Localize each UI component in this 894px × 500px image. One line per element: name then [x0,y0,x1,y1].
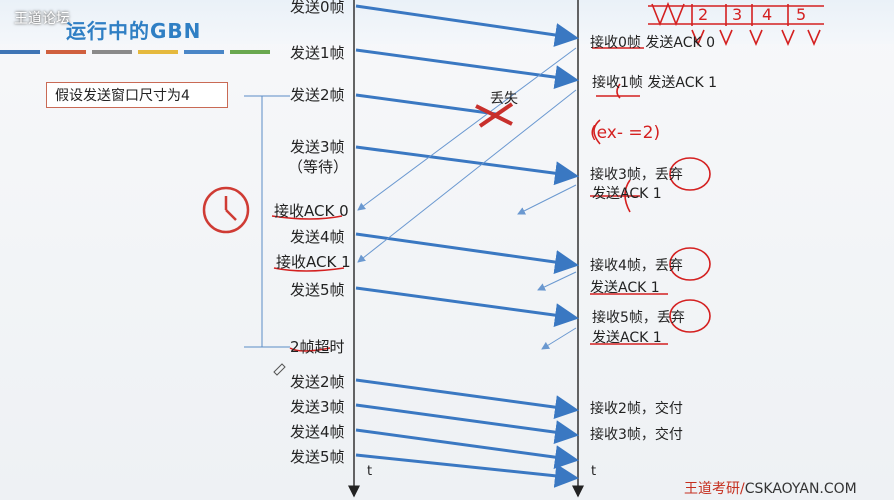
handwritten-digit-4: 4 [762,5,772,24]
receiver-label-recv-0: 接收0帧 发送ACK 0 [590,35,716,51]
receiver-label-recv-3: 接收3帧，丢弃 [590,167,683,183]
receiver-label-recv-1: 接收1帧 发送ACK 1 [592,75,718,91]
handwritten-digit-5: 5 [796,5,806,24]
sender-label-recv-ack-1: 接收ACK 1 [276,253,351,271]
resend-4-arrow [355,428,579,470]
handwritten-note: (ex- =2) [590,123,660,143]
resend-3-arrow [355,403,579,445]
receiver-label-recv-5: 接收5帧，丢弃 [592,310,685,326]
sender-label-resend-3: 发送3帧 [290,398,345,416]
resend-5-arrow [355,453,579,488]
sender-label-send-3: 发送3帧 [290,138,345,156]
timeout-label: 2帧超时 [290,338,345,356]
receiver-label-ack-1-c: 发送ACK 1 [592,330,662,346]
title-color-bar [0,50,270,54]
frame-4-arrow [355,232,579,274]
color-bar-segment-1 [46,50,86,54]
sender-label-send-0: 发送0帧 [290,0,345,16]
brand-cn: 王道考研/ [684,481,745,497]
frame-1-arrow [355,48,579,90]
ack-1-dup-arrow-a [517,184,577,215]
color-bar-segment-4 [184,50,224,54]
footer-brand: 王道考研/CSKAOYAN.COM [684,478,857,498]
sender-label-send-5: 发送5帧 [290,281,345,299]
sender-label-send-2: 发送2帧 [290,86,345,104]
lost-x-mark-b [478,102,514,128]
receiver-label-deliver-2: 接收2帧，交付 [590,401,683,417]
pencil-icon [273,363,286,376]
sender-label-waiting: （等待） [288,158,349,176]
color-bar-segment-2 [92,50,132,54]
brand-en: CSKAOYAN.COM [744,481,857,497]
handwritten-digit-3: 3 [732,5,742,24]
receiver-label-ack-1-b: 发送ACK 1 [590,280,660,296]
color-bar-segment-0 [0,50,40,54]
handwritten-digit-2: 2 [698,5,708,24]
sender-label-recv-ack-0: 接收ACK 0 [274,202,349,220]
header-band [0,0,894,44]
sender-label-send-4: 发送4帧 [290,228,345,246]
color-bar-segment-3 [138,50,178,54]
forum-watermark: 王道论坛 [14,11,70,27]
ack-1-dup-arrow-b [537,271,577,291]
sender-time-axis-label: t [367,464,373,479]
ack-1-dup-arrow-c [541,327,577,350]
ack-0-arrow [357,47,577,211]
sender-label-send-1: 发送1帧 [290,44,345,62]
sender-label-resend-5: 发送5帧 [290,448,345,466]
color-bar-segment-5 [230,50,270,54]
sender-label-resend-2: 发送2帧 [290,373,345,391]
handwritten-annotations [271,1,824,352]
frame-3-arrow [355,145,579,186]
receiver-label-recv-4: 接收4帧，丢弃 [590,258,683,274]
lost-label: 丢失 [490,91,518,107]
frame-2-arrow-lost [355,93,497,116]
slide-title: 运行中的GBN [66,19,202,43]
receiver-time-axis-label: t [591,464,597,479]
clock-icon [202,186,250,234]
sender-label-resend-4: 发送4帧 [290,423,345,441]
ack-1-arrow [357,89,577,263]
receiver-label-ack-1-a: 发送ACK 1 [592,186,662,202]
window-size-note: 假设发送窗口尺寸为4 [46,82,228,108]
frame-5-arrow [355,286,579,328]
resend-2-arrow [355,378,579,420]
frame-0-arrow [355,4,579,47]
receiver-label-deliver-3: 接收3帧，交付 [590,427,683,443]
